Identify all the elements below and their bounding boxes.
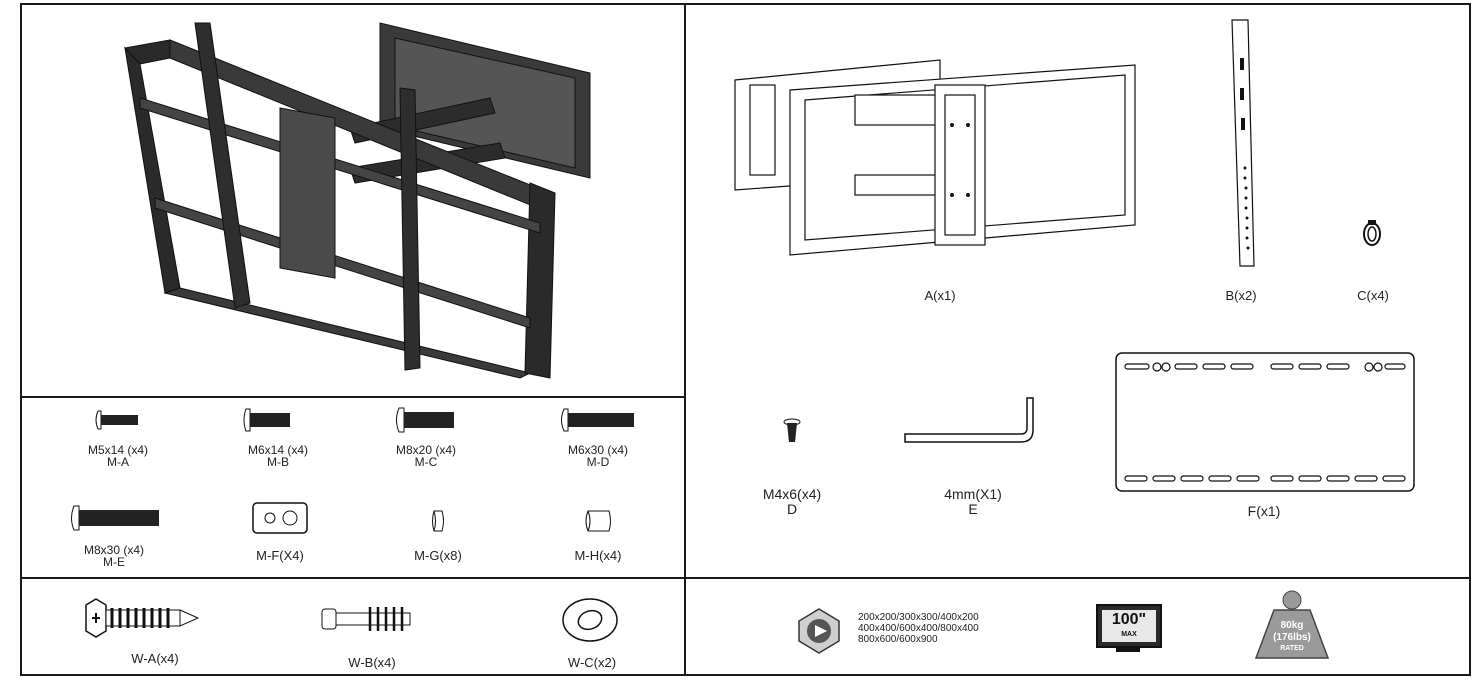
mb-label: M6x14 (x4) bbox=[247, 443, 309, 457]
tv-max-text: MAX bbox=[1121, 631, 1137, 638]
allen-key-e-icon bbox=[904, 397, 1034, 443]
spacer-plate-mf-icon bbox=[252, 502, 308, 534]
screw-ma-icon bbox=[95, 410, 138, 430]
lag-bolt-wa-icon bbox=[85, 598, 200, 638]
c-label: C(x4) bbox=[1357, 288, 1389, 303]
md-label: M6x30 (x4) bbox=[567, 443, 629, 457]
ma-code: M-A bbox=[107, 455, 129, 469]
screw-md-icon bbox=[561, 408, 634, 432]
me-label: M8x30 (x4) bbox=[83, 543, 145, 557]
vesa-line-1: 200x200/300x300/400x200 bbox=[858, 612, 979, 623]
mh-label: M-H(x4) bbox=[574, 548, 622, 563]
left-divider-1 bbox=[20, 396, 685, 398]
weight-lbs: (176lbs) bbox=[1273, 632, 1311, 643]
mf-label: M-F(X4) bbox=[256, 548, 304, 563]
anchor-wb-icon bbox=[321, 607, 411, 631]
vesa-compatible-icon bbox=[798, 608, 840, 654]
spacer-mh-icon bbox=[585, 510, 611, 532]
wall-mount-illustration bbox=[124, 22, 591, 379]
vertical-bracket-b-icon bbox=[1231, 19, 1255, 267]
ma-label: M5x14 (x4) bbox=[87, 443, 149, 457]
screw-mc-icon bbox=[396, 407, 454, 433]
center-divider bbox=[684, 3, 686, 676]
mb-code: M-B bbox=[267, 455, 289, 469]
mc-code: M-C bbox=[414, 455, 438, 469]
e-label: 4mm(X1) bbox=[944, 486, 1002, 502]
washer-wc-icon bbox=[562, 598, 618, 642]
weight-kg: 80kg bbox=[1280, 620, 1304, 631]
vesa-line-3: 800x600/600x900 bbox=[858, 634, 938, 645]
screw-me-icon bbox=[71, 505, 159, 531]
tv-size-text: 100" bbox=[1111, 611, 1147, 628]
weight-rated: RATED bbox=[1280, 645, 1304, 652]
screw-mb-icon bbox=[243, 408, 290, 432]
md-code: M-D bbox=[586, 455, 610, 469]
a-label: A(x1) bbox=[924, 288, 956, 303]
cable-clip-c-icon bbox=[1363, 220, 1381, 246]
tv-stand-icon bbox=[1116, 648, 1140, 652]
sheet-frame bbox=[20, 3, 1471, 676]
wa-label: W-A(x4) bbox=[131, 651, 179, 666]
wb-label: W-B(x4) bbox=[348, 655, 396, 670]
d-code: D bbox=[786, 501, 798, 517]
adapter-plate-f-icon bbox=[1115, 352, 1415, 492]
wc-label: W-C(x2) bbox=[567, 655, 617, 670]
weight-rating-icon bbox=[1254, 590, 1330, 659]
e-code: E bbox=[968, 501, 978, 517]
b-label: B(x2) bbox=[1225, 288, 1257, 303]
me-code: M-E bbox=[103, 555, 125, 569]
mg-label: M-G(x8) bbox=[414, 548, 462, 563]
f-label: F(x1) bbox=[1247, 503, 1281, 519]
d-label: M4x6(x4) bbox=[762, 486, 822, 502]
arm-assembly-a-icon bbox=[734, 59, 1136, 256]
mc-label: M8x20 (x4) bbox=[395, 443, 457, 457]
small-screw-d-icon bbox=[783, 418, 801, 442]
bottom-divider bbox=[20, 577, 1471, 579]
vesa-line-2: 400x400/600x400/800x400 bbox=[858, 623, 979, 634]
washer-mg-icon bbox=[432, 510, 444, 532]
tv-size-icon: 100" MAX bbox=[1096, 604, 1162, 648]
